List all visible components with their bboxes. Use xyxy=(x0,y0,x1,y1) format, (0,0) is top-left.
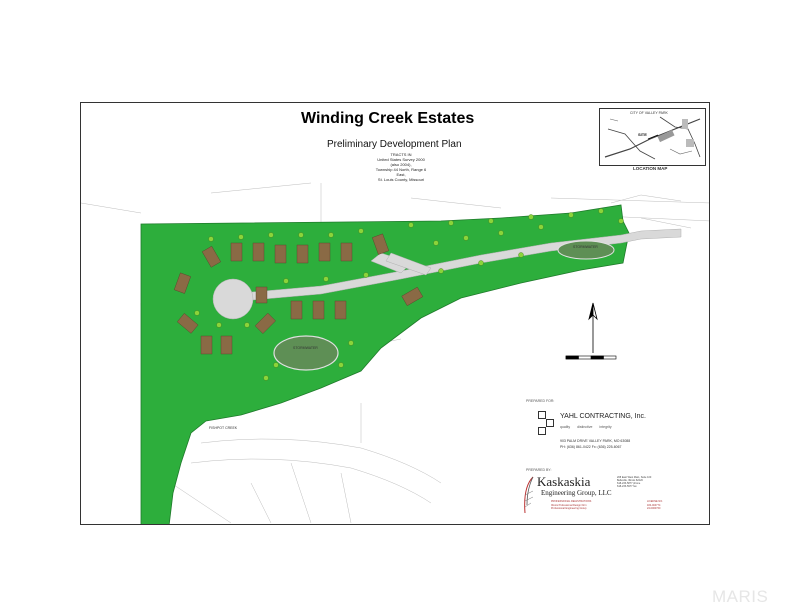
stormwater-label-east: STORMWATER xyxy=(573,245,598,249)
prepared-for-heading: PREPARED FOR: xyxy=(526,399,555,403)
logo-square xyxy=(538,427,546,435)
prepared-for-tagline: quality distinctive integrity xyxy=(560,425,612,429)
tracts-description: TRACTS IN United States Survey 2000 (als… xyxy=(375,152,427,182)
scale-bar xyxy=(565,355,617,360)
location-map-city-label: CITY OF VALLEY PARK xyxy=(630,111,668,115)
site-plan-drawing xyxy=(81,182,709,524)
north-arrow xyxy=(588,302,598,353)
logo-square xyxy=(538,411,546,419)
maris-watermark: MARIS xyxy=(712,587,769,606)
plan-subtitle: Preliminary Development Plan xyxy=(327,139,462,150)
location-map-caption: LOCATION MAP xyxy=(633,166,668,171)
site-plan-sheet: Winding Creek Estates Preliminary Develo… xyxy=(80,102,710,525)
plan-title: Winding Creek Estates xyxy=(301,110,475,127)
prepared-by-company-sub: Engineering Group, LLC xyxy=(541,489,612,497)
feather-logo-icon xyxy=(524,476,534,514)
prepared-for-company: YAHL CONTRACTING, Inc. xyxy=(560,413,646,420)
location-map: CITY OF VALLEY PARK SITE xyxy=(599,108,706,166)
logo-square xyxy=(546,419,554,427)
prepared-by-registrations: PROFESSIONAL REGISTRATIONS Illinois Prof… xyxy=(551,500,592,510)
prepared-by-heading: PREPARED BY: xyxy=(526,468,552,472)
prepared-for-phone: PH: (636) 861-0422 Fx: (636) 225-6067 xyxy=(560,445,622,449)
location-map-drawing xyxy=(602,111,703,163)
location-map-site-label: SITE xyxy=(638,132,647,137)
prepared-by-block: Kaskaskia Engineering Group, LLC 208 Eas… xyxy=(521,471,701,521)
prepared-for-address: 903 PALM DRIVE VALLEY PARK, MO 63088 xyxy=(560,439,631,443)
fishpot-creek-label: FISHPOT CREEK xyxy=(209,426,238,430)
stormwater-label: STORMWATER xyxy=(293,346,318,350)
prepared-by-license-numbers: LICENSE NO. 184-004774 24-0000760 xyxy=(647,500,663,510)
prepared-by-company: Kaskaskia xyxy=(537,474,591,489)
prepared-by-address: 208 East West Main, Suite 100 Belleville… xyxy=(617,476,652,488)
